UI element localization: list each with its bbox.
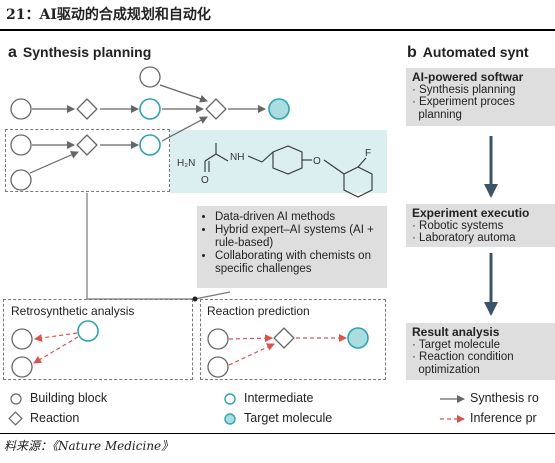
target-molecule-node: [268, 98, 290, 120]
source-caption: 料来源：《Nature Medicine》: [4, 439, 174, 453]
reaction-node: [273, 327, 295, 349]
molecule-panel: [170, 130, 387, 193]
building-block-node: [207, 356, 229, 378]
legend-inference-label: Inference pr: [470, 411, 537, 425]
building-block-node: [207, 328, 229, 350]
feature-item: Data-driven AI methods: [215, 211, 381, 224]
step-title: Result analysis: [412, 325, 500, 339]
legend-intermediate-label: Intermediate: [244, 391, 314, 405]
legend-target-icon: [224, 413, 236, 425]
panel-a-letter: a: [8, 44, 17, 61]
figure-title: 21：AI驱动的合成规划和自动化: [6, 7, 211, 23]
source-rule: [0, 433, 555, 434]
target-molecule-structure: [204, 143, 373, 198]
building-block-group: [5, 129, 170, 192]
route-arrow: [159, 84, 208, 103]
building-block-node: [10, 134, 32, 156]
junction-dot: [192, 296, 198, 302]
building-block-node: [11, 328, 33, 350]
carbonyl-o-label: O: [201, 175, 209, 186]
reaction-prediction-box: [200, 299, 386, 380]
panel-b-title-text: Automated synt: [422, 44, 529, 60]
panel-a-title-text: Synthesis planning: [22, 44, 152, 60]
step-item: planning: [418, 108, 462, 121]
intermediate-node: [139, 98, 161, 120]
nh2-label: H₂N: [177, 158, 195, 169]
legend-building-block-icon: [10, 393, 22, 405]
title-rule: [0, 29, 555, 31]
retrosynthetic-label: Retrosynthetic analysis: [11, 304, 135, 318]
feature-item: Hybrid expert–AI systems (AI + rule-base…: [215, 224, 381, 250]
reaction-prediction-label: Reaction prediction: [207, 304, 310, 318]
step-title: Experiment executio: [412, 206, 530, 220]
legend-reaction-icon: [8, 411, 23, 426]
inference-arrow: [228, 343, 275, 366]
feature-item: Collaborating with chemists on specific …: [215, 250, 381, 276]
step-item: · Robotic systems: [412, 219, 504, 232]
step-item: · Experiment proces: [412, 96, 515, 108]
legend-intermediate-icon: [224, 393, 236, 405]
target-molecule-node: [347, 327, 369, 349]
panel-b-title: b Automated synt: [407, 44, 529, 62]
inference-arrow: [34, 332, 78, 342]
step-item: optimization: [418, 363, 480, 376]
building-block-node: [139, 66, 161, 88]
step-title: AI-powered softwar: [412, 70, 524, 84]
nh-label: NH: [230, 152, 244, 163]
step-item: · Reaction condition: [412, 351, 514, 363]
panel-b-letter: b: [407, 44, 417, 61]
legend-synthesis-route-label: Synthesis ro: [470, 391, 539, 405]
fluorine-label: F: [365, 148, 371, 159]
building-block-node: [10, 98, 32, 120]
legend-reaction-label: Reaction: [30, 411, 80, 425]
ether-o-label: O: [313, 156, 321, 167]
ai-methods-box: Data-driven AI methods Hybrid expert–AI …: [197, 206, 387, 288]
connector-line: [194, 291, 231, 300]
building-block-node: [10, 169, 32, 191]
reaction-node: [76, 134, 98, 156]
intermediate-node: [139, 134, 161, 156]
reaction-node: [205, 98, 227, 120]
reaction-node: [76, 98, 98, 120]
route-arrow: [161, 116, 208, 142]
step-result-analysis: Result analysis · Target molecule · Reac…: [406, 323, 555, 380]
inference-arrow: [33, 336, 79, 364]
step-item: · Laboratory automa: [412, 232, 516, 244]
inference-arrow: [228, 334, 273, 343]
intermediate-node: [77, 320, 99, 342]
legend-building-block-label: Building block: [30, 391, 108, 405]
route-arrow: [29, 151, 79, 174]
panel-a-title: a Synthesis planning: [8, 44, 151, 62]
step-ai-software: AI-powered softwar · Synthesis planning …: [406, 68, 555, 126]
step-item: · Synthesis planning: [412, 83, 516, 96]
step-item: · Target molecule: [412, 338, 501, 351]
building-block-node: [11, 356, 33, 378]
legend-target-label: Target molecule: [244, 411, 333, 425]
step-experiment-execution: Experiment executio · Robotic systems · …: [406, 204, 555, 247]
